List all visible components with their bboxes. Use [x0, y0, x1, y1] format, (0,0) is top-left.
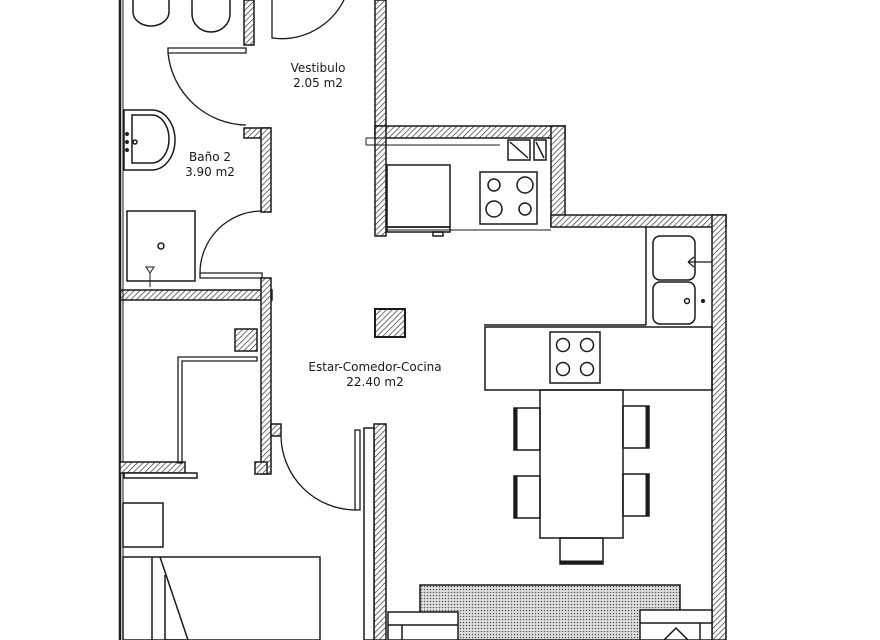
- room-area: 22.40 m2: [346, 375, 404, 389]
- dining-set: [513, 389, 650, 565]
- room-label-vestibulo: Vestibulo 2.05 m2: [268, 61, 368, 91]
- room-area: 2.05 m2: [293, 76, 343, 90]
- living-fixtures: [387, 584, 713, 640]
- bathroom-fixtures: [123, 0, 231, 287]
- room-name: Baño 2: [189, 150, 231, 164]
- room-label-bano-2: Baño 2 3.90 m2: [170, 150, 250, 180]
- room-area: 3.90 m2: [185, 165, 235, 179]
- doors: [167, 0, 361, 511]
- bedroom-fixtures: [122, 502, 321, 640]
- room-label-estar-comedor-cocina: Estar-Comedor-Cocina 22.40 m2: [285, 360, 465, 390]
- walls: [118, 0, 727, 640]
- room-name: Estar-Comedor-Cocina: [308, 360, 442, 374]
- room-name: Vestibulo: [290, 61, 346, 75]
- kitchen-fixtures: [386, 164, 713, 391]
